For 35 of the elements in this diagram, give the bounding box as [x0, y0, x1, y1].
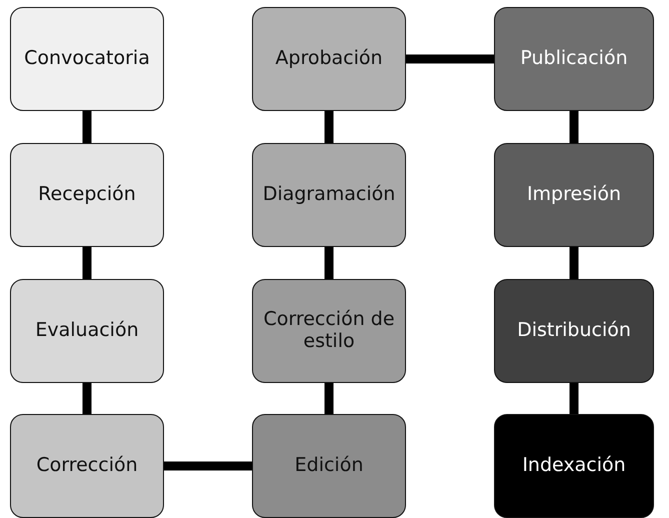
connector-line — [164, 462, 252, 470]
step-label: Corrección de estilo — [262, 309, 396, 353]
step-label: Distribución — [516, 320, 632, 342]
connector-line — [570, 383, 578, 414]
connector-line — [406, 54, 494, 64]
process-box — [494, 7, 654, 111]
step-label: Impresión — [526, 184, 622, 206]
connector-line — [570, 247, 578, 279]
step-label: Diagramación — [262, 184, 396, 206]
process-box — [494, 143, 654, 247]
step-label: Aprobación — [274, 48, 384, 70]
process-box — [252, 143, 406, 247]
connector-line — [570, 111, 578, 143]
process-box — [494, 414, 654, 518]
process-box — [494, 279, 654, 383]
step-label: Publicación — [519, 48, 629, 70]
step-label: Edición — [294, 455, 364, 477]
step-label: Recepción — [37, 184, 137, 206]
step-label: Evaluación — [34, 320, 140, 342]
process-box — [252, 279, 406, 383]
process-box — [252, 7, 406, 111]
connector-line — [82, 111, 92, 143]
step-label: Convocatoria — [23, 48, 151, 70]
connector-line — [82, 247, 92, 279]
process-box — [252, 414, 406, 518]
process-box — [10, 7, 164, 111]
process-box — [10, 143, 164, 247]
connector-line — [324, 111, 334, 143]
step-label: Indexación — [521, 455, 627, 477]
process-box — [10, 414, 164, 518]
step-label: Corrección — [35, 455, 139, 477]
connector-line — [324, 247, 334, 279]
connector-line — [324, 383, 334, 414]
process-box — [10, 279, 164, 383]
connector-line — [82, 383, 92, 414]
